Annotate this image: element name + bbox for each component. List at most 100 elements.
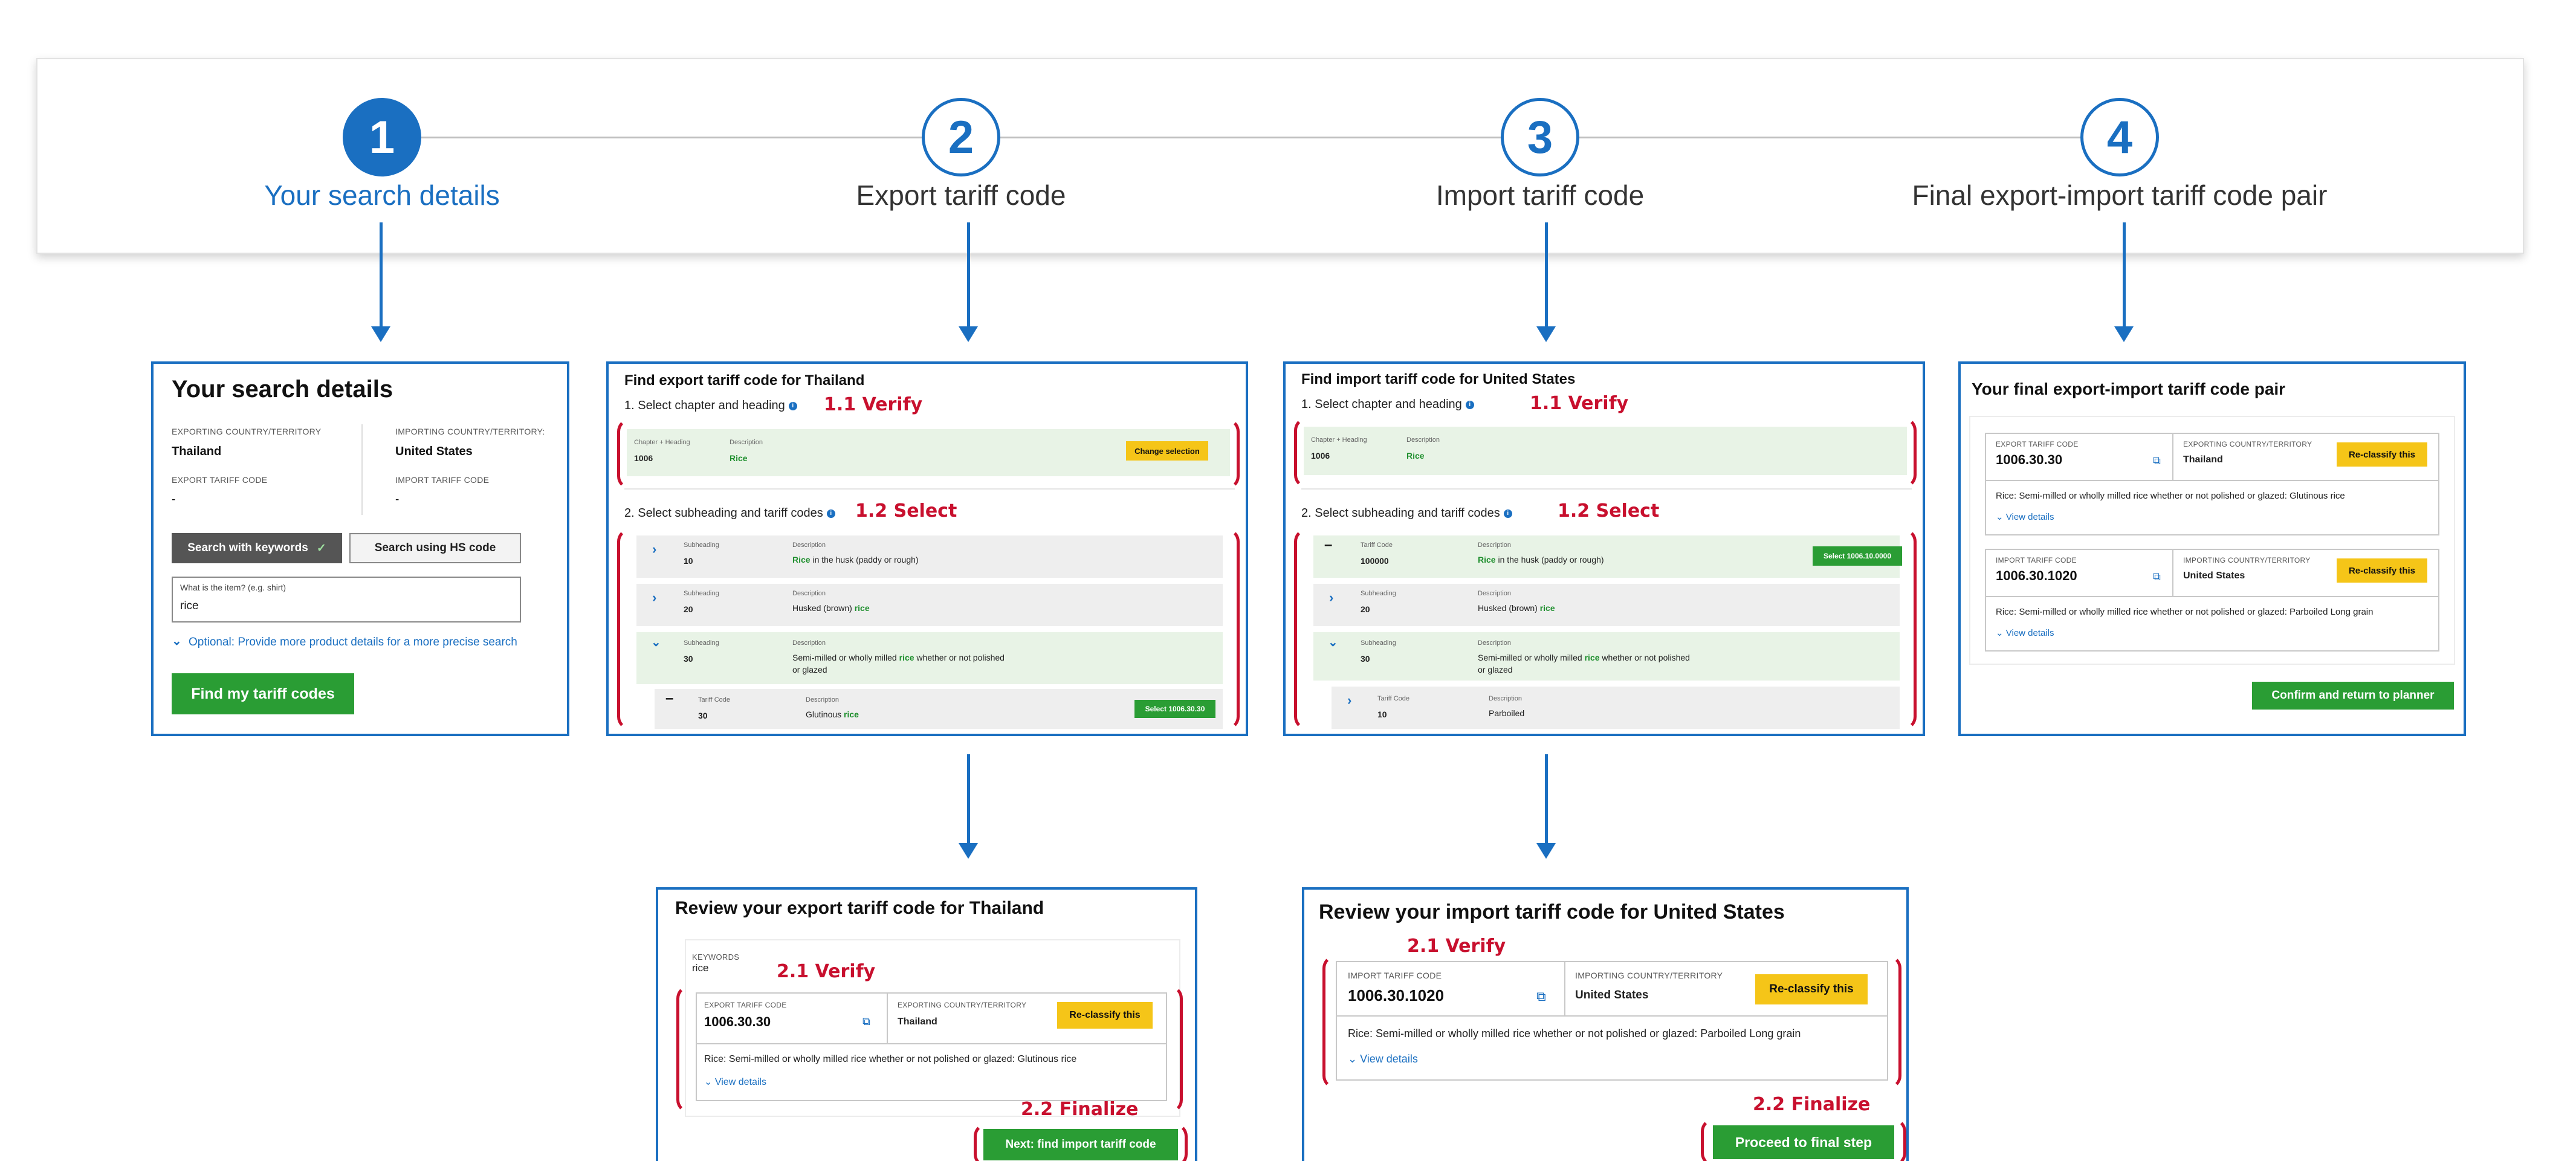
export-heading-desc: Rice: [730, 453, 748, 463]
optional-details-link[interactable]: Optional: Provide more product details f…: [189, 636, 517, 648]
review-export-verify-bracket: [676, 985, 1183, 1113]
arrow-export-review-head: [959, 843, 978, 859]
find-tariff-codes-button[interactable]: Find my tariff codes: [172, 673, 354, 714]
import-row-20[interactable]: [1313, 584, 1900, 626]
keyword-highlight: rice: [844, 710, 859, 719]
export-tariff-row-30[interactable]: [655, 689, 1223, 729]
proceed-final-step-label: Proceed to final step: [1735, 1134, 1872, 1150]
proceed-final-step-button[interactable]: Proceed to final step: [1713, 1125, 1894, 1159]
review-export-reclassify-label: Re-classify this: [1069, 1010, 1141, 1020]
export-row-10[interactable]: [636, 535, 1223, 578]
export-row-30-desc: Semi-milled or wholly milled rice whethe…: [792, 653, 1005, 662]
minus-icon[interactable]: –: [665, 690, 674, 707]
import-tariff-row-10[interactable]: [1332, 687, 1900, 729]
next-import-code-button[interactable]: Next: find import tariff code: [983, 1129, 1178, 1160]
export-tariff-desc-label: Description: [806, 696, 840, 703]
import-panel-title: Find import tariff code for United State…: [1301, 371, 1576, 387]
info-icon[interactable]: i: [788, 401, 797, 410]
chevron-right-icon[interactable]: ›: [652, 542, 657, 557]
final-import-view-details[interactable]: ⌄ View details: [1996, 627, 2054, 638]
change-selection-button[interactable]: Change selection: [1126, 441, 1208, 461]
annot-verify-export: 1.1 Verify: [824, 394, 923, 415]
info-icon[interactable]: i: [826, 509, 835, 518]
step-2-number: 2: [948, 111, 974, 163]
export-row-20-label: Subheading: [684, 590, 719, 597]
export-row-20[interactable]: [636, 584, 1223, 626]
export-row-10-desc: Rice in the husk (paddy or rough): [792, 555, 919, 564]
chevron-right-icon[interactable]: ›: [652, 590, 657, 605]
step-1-number: 1: [369, 111, 395, 163]
annot-finalize-export: 2.2 Finalize: [1021, 1099, 1139, 1120]
review-import-view-details[interactable]: ⌄ View details: [1348, 1053, 1418, 1066]
final-export-view-details[interactable]: ⌄ View details: [1996, 511, 2054, 522]
export-row-20-desc: Husked (brown) rice: [792, 603, 870, 613]
step-3-number: 3: [1527, 111, 1553, 163]
arrow-step1: [380, 222, 383, 328]
import-heading-row: [1304, 427, 1907, 475]
arrow-step2: [967, 222, 970, 328]
search-keywords-button[interactable]: Search with keywords✓: [172, 533, 342, 563]
export-row-20-code: 20: [684, 604, 693, 614]
copy-icon[interactable]: ⧉: [862, 1015, 870, 1027]
importing-country-label: IMPORTING COUNTRY/TERRITORY:: [395, 427, 545, 436]
copy-icon[interactable]: ⧉: [2153, 571, 2161, 583]
search-hs-label: Search using HS code: [374, 542, 496, 554]
step-1-circle[interactable]: 1: [343, 98, 421, 176]
review-import-reclassify-button[interactable]: Re-classify this: [1755, 974, 1868, 1004]
import-row-30[interactable]: [1313, 632, 1900, 681]
export-section1-label: 1. Select chapter and heading: [624, 399, 785, 412]
stepper-connector: [382, 137, 2120, 138]
review-export-reclassify-button[interactable]: Re-classify this: [1057, 1002, 1153, 1029]
info-icon[interactable]: i: [1503, 509, 1512, 518]
item-search-input[interactable]: [172, 577, 521, 623]
step-4-circle[interactable]: 4: [2080, 98, 2159, 176]
final-export-reclassify-button[interactable]: Re-classify this: [2337, 442, 2427, 467]
keyword-highlight: rice: [899, 653, 914, 662]
chevron-down-icon[interactable]: ⌄: [1328, 636, 1338, 649]
chevron-down-icon: ⌄: [1996, 628, 2006, 638]
export-row-20-desc-text: Husked (brown): [792, 603, 855, 613]
copy-icon[interactable]: ⧉: [2153, 454, 2161, 467]
arrow-import-review-head: [1536, 843, 1556, 859]
final-export-desc: Rice: Semi-milled or wholly milled rice …: [1996, 491, 2345, 501]
annot-select-import: 1.2 Select: [1558, 500, 1660, 522]
item-input-value: rice: [180, 600, 199, 612]
confirm-return-button[interactable]: Confirm and return to planner: [2252, 682, 2454, 710]
final-export-value: 1006.30.30: [1996, 452, 2063, 467]
export-row-30-desc-label: Description: [792, 639, 826, 647]
final-export-divider: [2172, 433, 2173, 480]
arrow-step4: [2123, 222, 2126, 328]
copy-icon[interactable]: ⧉: [1536, 989, 1546, 1004]
import-row2-desc-label: Description: [1478, 590, 1512, 597]
chevron-down-icon[interactable]: ⌄: [172, 635, 182, 648]
import-section2-label: 2. Select subheading and tariff codes: [1301, 506, 1500, 520]
import-row-100000[interactable]: [1313, 535, 1900, 578]
minus-icon[interactable]: –: [1324, 537, 1333, 553]
chevron-down-icon[interactable]: ⌄: [651, 636, 661, 649]
import-row1-desc-text: in the husk (paddy or rough): [1495, 555, 1604, 564]
select-import-code-button[interactable]: Select 1006.10.0000: [1813, 546, 1902, 566]
select-export-code-button[interactable]: Select 1006.30.30: [1134, 700, 1215, 718]
final-export-view-details-label: View details: [2005, 512, 2054, 522]
annot-verify-review-export: 2.1 Verify: [777, 961, 876, 982]
review-export-view-details-label: View details: [714, 1077, 766, 1087]
step-3-circle[interactable]: 3: [1501, 98, 1579, 176]
search-details-title: Your search details: [172, 376, 393, 403]
step-2-circle[interactable]: 2: [922, 98, 1000, 176]
search-hs-button[interactable]: Search using HS code: [349, 533, 521, 563]
info-icon[interactable]: i: [1465, 400, 1474, 409]
review-import-hdiv: [1336, 1015, 1888, 1017]
export-row-10-desc-text: in the husk (paddy or rough): [810, 555, 919, 564]
review-export-view-details[interactable]: ⌄ View details: [704, 1076, 766, 1088]
import-section-divider: [1301, 488, 1912, 490]
final-import-reclassify-button[interactable]: Re-classify this: [2337, 558, 2427, 583]
importing-country-value: United States: [395, 445, 473, 458]
chevron-right-icon[interactable]: ›: [1347, 693, 1352, 708]
export-row-30[interactable]: [636, 632, 1223, 684]
step-3-label: Import tariff code: [1435, 179, 1645, 211]
review-export-panel: Review your export tariff code for Thail…: [656, 887, 1197, 1161]
import-desc-label: Description: [1406, 436, 1440, 444]
step-4-label: Final export-import tariff code pair: [1912, 179, 2328, 211]
chevron-right-icon[interactable]: ›: [1329, 590, 1334, 605]
